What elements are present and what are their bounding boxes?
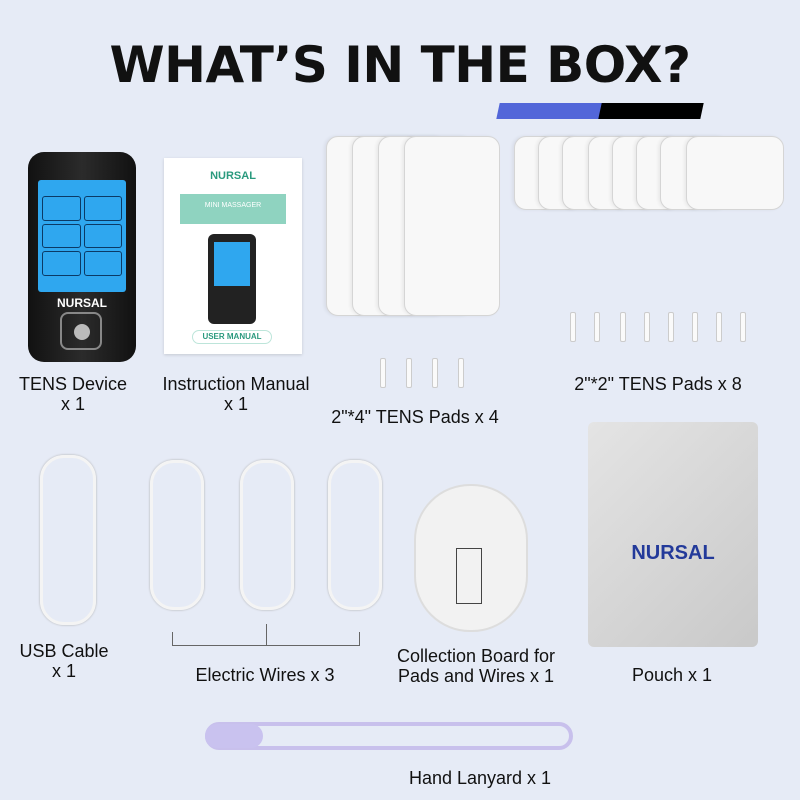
pad-plug [716, 312, 722, 342]
pouch-caption: Pouch x 1 [631, 665, 713, 685]
caption-label: TENS Device [18, 374, 128, 394]
caption-qty: x 1 [60, 394, 85, 414]
caption-line: Collection Board for [396, 646, 556, 666]
caption-label: Instruction Manual [162, 374, 310, 394]
pouch-brand: NURSAL [631, 542, 715, 564]
pad-plug [740, 312, 746, 342]
pad-plug [620, 312, 626, 342]
accent-bar-black [598, 103, 704, 119]
accent-bar-blue [496, 103, 604, 119]
small-pads-caption: 2"*2" TENS Pads x 8 [574, 374, 742, 394]
tens-device-caption: TENS Device x 1 [10, 374, 136, 414]
large-pads-caption: 2"*4" TENS Pads x 4 [331, 407, 499, 427]
manual-brand: NURSAL [210, 170, 256, 182]
pad-plug [668, 312, 674, 342]
collection-board-image [414, 484, 528, 632]
usb-caption: USB Cable x 1 [18, 641, 110, 681]
caption-qty: x 1 [51, 661, 76, 681]
lanyard-caption: Hand Lanyard x 1 [408, 768, 552, 788]
manual-band: MINI MASSAGER [180, 194, 286, 224]
board-caption: Collection Board for Pads and Wires x 1 [380, 646, 572, 686]
pad-plug [432, 358, 438, 388]
device-brand: NURSAL [57, 296, 107, 310]
board-label [456, 548, 482, 604]
lanyard-handle [205, 724, 263, 748]
manual-label: USER MANUAL [192, 330, 272, 344]
device-control-pad [60, 312, 102, 350]
electric-wire-image [240, 460, 294, 610]
electric-wire-image [328, 460, 382, 610]
small-pad [686, 136, 784, 210]
pad-plug [570, 312, 576, 342]
caption-label: USB Cable [19, 641, 109, 661]
pad-plug [380, 358, 386, 388]
pad-plug [692, 312, 698, 342]
instruction-manual-image: NURSAL MINI MASSAGER USER MANUAL [164, 158, 302, 354]
large-pad [404, 136, 500, 316]
wires-bracket [172, 624, 360, 646]
pouch-image: NURSAL [588, 422, 758, 647]
electric-wire-image [150, 460, 204, 610]
pad-plug [594, 312, 600, 342]
pad-plug [406, 358, 412, 388]
manual-device-picture [208, 234, 256, 324]
manual-caption: Instruction Manual x 1 [150, 374, 322, 414]
pad-plug [644, 312, 650, 342]
page-title: WHAT’S IN THE BOX? [109, 36, 691, 94]
wires-caption: Electric Wires x 3 [195, 665, 335, 685]
caption-line: Pads and Wires x 1 [397, 666, 555, 686]
usb-cable-image [40, 455, 96, 625]
tens-device-image: NURSAL [28, 152, 136, 362]
pad-plug [458, 358, 464, 388]
caption-qty: x 1 [223, 394, 248, 414]
device-screen [38, 180, 126, 292]
